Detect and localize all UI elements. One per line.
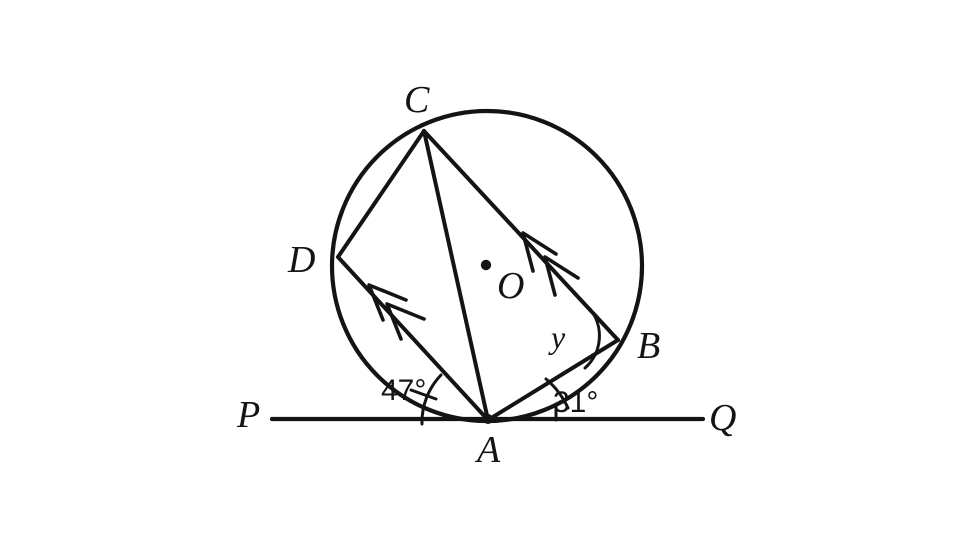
vertex-dot-a: [483, 414, 493, 424]
segment-cd: [336, 129, 426, 259]
label-point-p: P: [236, 394, 260, 436]
angle-arc-47: [420, 373, 443, 426]
label-point-c: C: [404, 79, 430, 121]
parallel-mark-cb: [521, 231, 580, 297]
label-point-d: D: [287, 239, 315, 281]
centre-dot-o: [480, 259, 492, 271]
label-angle-y: y: [548, 319, 566, 355]
label-angle-31: 31°: [553, 386, 598, 419]
angle-leader-47: [409, 388, 438, 401]
label-point-b: B: [637, 325, 660, 367]
angle-arc-y: [583, 307, 601, 370]
parallel-mark-ad: [367, 283, 426, 341]
angle-arc-31: [544, 377, 570, 410]
label-angle-47: 47°: [381, 374, 426, 407]
segment-cb: [422, 129, 620, 342]
segment-ad: [336, 255, 490, 422]
label-point-o: O: [497, 265, 524, 307]
segment-ca: [422, 129, 490, 422]
label-point-q: Q: [709, 397, 736, 439]
label-point-a: A: [474, 429, 501, 471]
